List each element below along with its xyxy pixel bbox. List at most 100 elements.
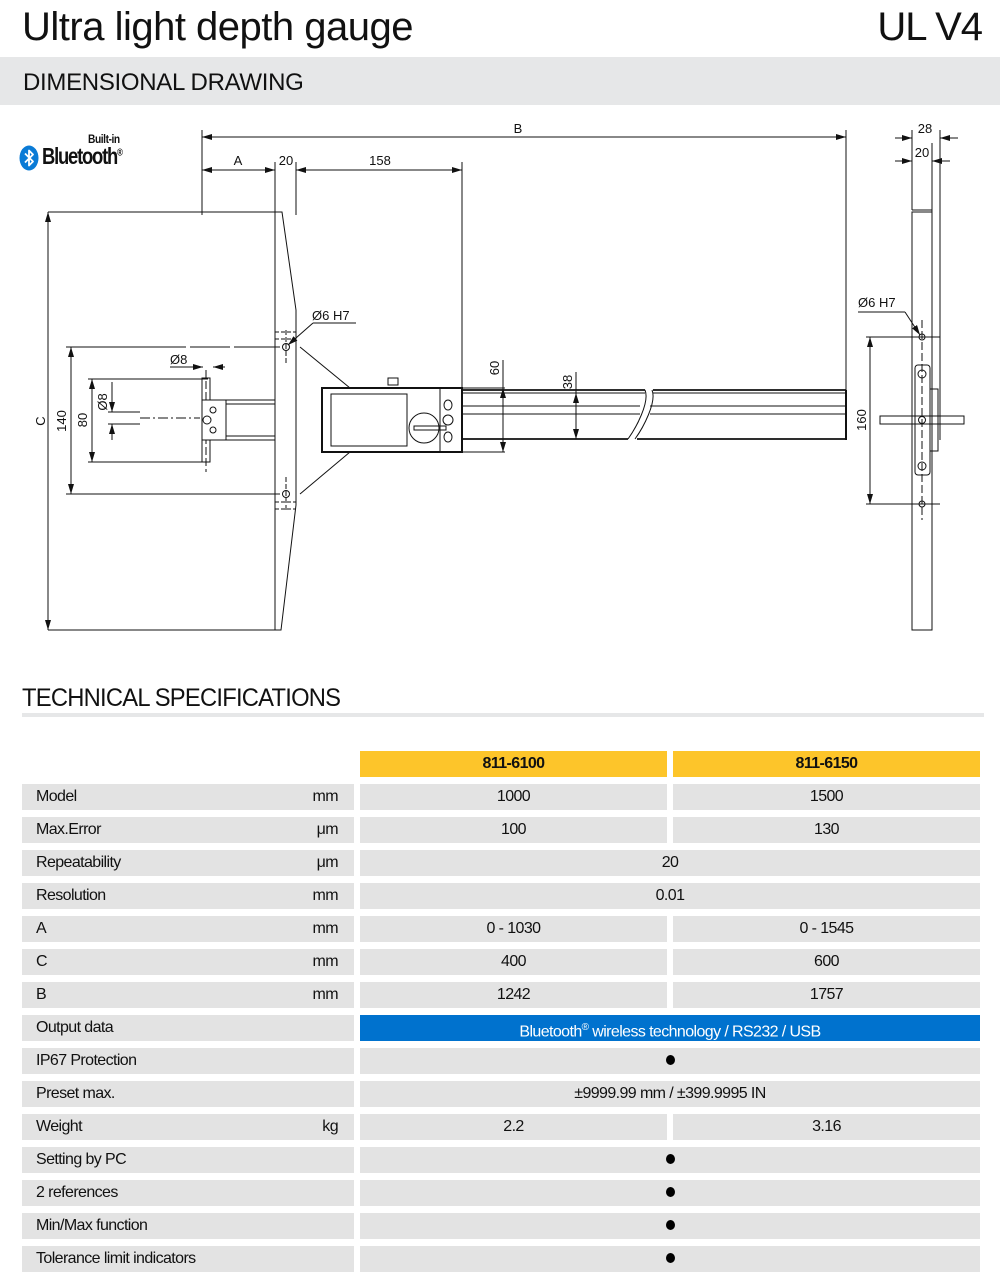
dim-label-28: 28 — [918, 121, 932, 136]
spec-label-text: Max.Error — [36, 821, 101, 838]
spec-value: 0 - 1545 — [673, 916, 980, 942]
spec-row: Tolerance limit indicators — [22, 1246, 980, 1272]
spec-value-span: 0.01 — [360, 883, 980, 909]
dim-label-20: 20 — [279, 153, 293, 168]
spec-label-text: Preset max. — [36, 1085, 115, 1102]
spec-unit: μm — [316, 821, 339, 838]
bullet-dot-icon — [665, 1186, 675, 1197]
spec-label: Min/Max function — [22, 1213, 354, 1239]
spec-label: Max.Error μm — [22, 817, 354, 843]
dim-label-side-20: 20 — [915, 145, 929, 160]
dim-label-160: 160 — [854, 409, 869, 431]
spec-value: 3.16 — [673, 1114, 980, 1140]
spec-label: 2 references — [22, 1180, 354, 1206]
dim-label-a: A — [234, 153, 243, 168]
spec-row: Output data Bluetooth® wireless technolog… — [22, 1015, 980, 1041]
dim-label-hole-side: Ø6 H7 — [858, 295, 896, 310]
hole-bottom — [282, 490, 290, 498]
spec-value: 2.2 — [360, 1114, 667, 1140]
spec-header-row: 811-6100 811-6150 — [22, 751, 980, 777]
spec-label-text: Output data — [36, 1019, 114, 1036]
spec-label: Setting by PC — [22, 1147, 354, 1173]
spec-unit: mm — [312, 986, 339, 1003]
spec-label-text: B — [36, 986, 47, 1003]
bluetooth-brand: Bluetooth — [42, 143, 118, 169]
spec-label-text: Weight — [36, 1118, 83, 1135]
output-trademark: ® — [581, 1022, 589, 1033]
side-view-body — [911, 211, 933, 631]
dim-label-pin-h: Ø8 — [170, 352, 187, 367]
spec-label: Output data — [22, 1015, 354, 1041]
spec-value: 0 - 1030 — [360, 916, 667, 942]
dim-label-60: 60 — [487, 361, 502, 375]
column-header-811-6100: 811-6100 — [360, 751, 667, 777]
output-brand: Bluetooth — [519, 1023, 582, 1041]
spec-label-text: C — [36, 953, 48, 970]
spec-row: Repeatability μm 20 — [22, 850, 980, 876]
spec-label-text: 2 references — [36, 1184, 118, 1201]
bluetooth-trademark: ® — [117, 147, 123, 159]
spec-label-text: IP67 Protection — [36, 1052, 137, 1069]
spec-label: Repeatability μm — [22, 850, 354, 876]
dimensional-drawing: B A 20 158 28 20 Ø6 H7 Ø6 H7 Ø8 Ø8 C 140… — [0, 110, 1000, 650]
output-text: wireless technology / RS232 / USB — [588, 1023, 821, 1041]
spec-label-text: Model — [36, 788, 77, 805]
spec-label-text: Resolution — [36, 887, 106, 904]
page-title: Ultra light depth gauge — [22, 5, 414, 49]
spec-row: IP67 Protection — [22, 1048, 980, 1074]
spec-unit: μm — [316, 854, 339, 871]
spec-label: Preset max. — [22, 1081, 354, 1107]
dim-label-140: 140 — [54, 410, 69, 432]
spec-value: 100 — [360, 817, 667, 843]
dim-label-hole-main: Ø6 H7 — [312, 308, 350, 323]
spec-value-check — [360, 1246, 980, 1272]
spec-value-check — [360, 1147, 980, 1173]
dim-label-38: 38 — [560, 375, 575, 389]
section-title-specs: TECHNICAL SPECIFICATIONS — [22, 684, 341, 712]
spec-label-text: Repeatability — [36, 854, 121, 871]
base-outline — [48, 211, 297, 631]
spec-label-text: A — [36, 920, 47, 937]
spec-row: Min/Max function — [22, 1213, 980, 1239]
spec-value-span: 20 — [360, 850, 980, 876]
spec-row: 2 references — [22, 1180, 980, 1206]
bullet-dot-icon — [665, 1153, 675, 1164]
spec-value: 1500 — [673, 784, 980, 810]
spec-value-check — [360, 1048, 980, 1074]
column-header-811-6150: 811-6150 — [673, 751, 980, 777]
spec-unit: mm — [312, 788, 339, 805]
spec-label: Tolerance limit indicators — [22, 1246, 354, 1272]
hole-top — [282, 343, 290, 351]
bullet-dot-icon — [665, 1054, 675, 1065]
spec-value: 1000 — [360, 784, 667, 810]
drawing-canvas: B A 20 158 28 20 Ø6 H7 Ø6 H7 Ø8 Ø8 C 140… — [33, 121, 965, 631]
dim-label-c: C — [33, 416, 48, 425]
model-code: UL V4 — [877, 5, 983, 49]
display-housing — [321, 387, 463, 453]
bluetooth-icon — [19, 145, 39, 171]
spec-unit: mm — [312, 953, 339, 970]
bluetooth-built-in-label: Built-in — [88, 132, 120, 146]
spec-label-text: Min/Max function — [36, 1217, 148, 1234]
spec-label-text: Setting by PC — [36, 1151, 127, 1168]
spec-value: 1757 — [673, 982, 980, 1008]
spec-label: IP67 Protection — [22, 1048, 354, 1074]
section-rule — [22, 713, 984, 717]
spec-value-span: ±9999.99 mm / ±399.9995 IN — [360, 1081, 980, 1107]
spec-value: 400 — [360, 949, 667, 975]
spec-label: Weight kg — [22, 1114, 354, 1140]
bullet-dot-icon — [665, 1219, 675, 1230]
dim-label-pin-v: Ø8 — [95, 393, 110, 410]
dim-label-80: 80 — [75, 413, 90, 427]
spec-unit: kg — [322, 1118, 338, 1135]
section-band-drawing: DIMENSIONAL DRAWING — [0, 57, 1000, 105]
